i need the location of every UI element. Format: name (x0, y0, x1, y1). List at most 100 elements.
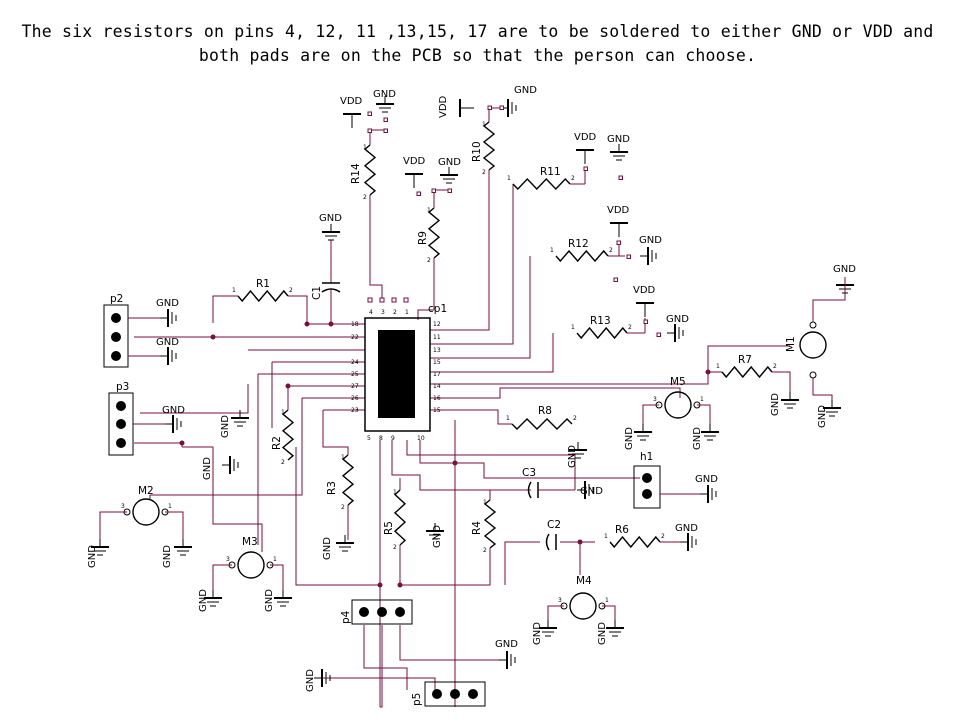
gnd-r3: GND (322, 534, 355, 560)
resistor-r6-body (609, 535, 661, 549)
gnd-r12: GND (639, 235, 662, 266)
resistor-r1-body (237, 289, 289, 303)
resistor-r1-pin-2: 2 (289, 287, 293, 294)
gnd-r11: GND (607, 134, 630, 161)
chip-right-pin-0: 12 (433, 321, 441, 328)
gnd-symbol-p2b (159, 346, 177, 366)
gnd-label-m4a: GND (532, 622, 543, 645)
gnd-r2b: GND (202, 455, 239, 480)
gnd-p2b: GND (156, 337, 179, 366)
schematic-note-line-2: both pads are on the PCB so that the per… (198, 46, 757, 65)
gnd-label-c3: GND (580, 486, 603, 497)
motor-m1-body (799, 331, 827, 359)
gnd-label-r12: GND (639, 235, 662, 246)
gnd-label-m1a: GND (833, 264, 856, 275)
gnd-r6: GND (675, 523, 698, 552)
motor-m2-label: M2 (138, 485, 154, 497)
resistor-r2-label: R2 (271, 436, 283, 450)
gnd-r2: GND (220, 409, 250, 438)
gnd-m1a: GND (833, 264, 856, 294)
header-h1: h1 (633, 451, 700, 509)
gnd-m5b: GND (692, 423, 720, 450)
resistor-r9-body (427, 207, 441, 259)
chip-left-pin-0: 18 (351, 321, 359, 328)
chip-top-pad-0 (367, 297, 373, 303)
gnd-r10: GND (499, 85, 537, 118)
gnd-symbol-p3 (164, 414, 182, 434)
gnd-symbol-p4 (498, 650, 516, 670)
chip-bottom-pin-2: 9 (391, 435, 395, 442)
resistor-r11-body (512, 177, 571, 191)
chip-bottom-pin-1: 8 (379, 435, 383, 442)
gnd-symbol-h1 (699, 484, 717, 504)
resistor-r14-pin-1: 1 (363, 144, 367, 151)
gnd-h1: GND (695, 474, 718, 504)
resistor-r14-body (363, 144, 377, 196)
resistor-r14-label: R14 (350, 163, 362, 184)
junction-dots (179, 321, 711, 588)
vdd-label-r10: VDD (438, 95, 449, 118)
resistor-r13-body (576, 326, 628, 340)
chip-top-pad-1 (379, 297, 385, 303)
h1-label: h1 (640, 451, 653, 463)
power-stub-wires (370, 107, 646, 334)
motor-m1: M1 (785, 321, 827, 379)
resistor-r3-pin-1: 1 (341, 454, 345, 461)
chip-top-pad-3 (403, 297, 409, 303)
motor-m4-pin-1: 1 (605, 597, 609, 604)
resistor-r8-pin-1: 1 (506, 415, 510, 422)
resistor-r14-pin-2: 2 (363, 194, 367, 201)
gnd-m4a: GND (532, 619, 558, 645)
vdd-r10: VDD (438, 95, 474, 118)
resistor-r14: R14 1 2 (350, 144, 377, 201)
gnd-label-r7: GND (770, 393, 781, 416)
motor-m5-body (664, 391, 692, 419)
resistor-r7-pin-2: 2 (773, 363, 777, 370)
chip-left-pin-2: 24 (351, 359, 359, 366)
chip-right-pin-2: 13 (433, 347, 441, 354)
gnd-symbol-m4b (605, 619, 625, 637)
resistor-r8-body (511, 418, 573, 430)
chip-right-pin-3: 15 (433, 359, 441, 366)
solder-pads (367, 105, 661, 337)
gnd-label-m3a: GND (198, 589, 209, 612)
chip-bottom-pin-0: 5 (367, 435, 371, 442)
resistor-r13-label: R13 (590, 315, 611, 327)
chip-top-pin-0: 4 (369, 309, 373, 316)
gnd-r9: GND (438, 157, 461, 184)
motor-m4-label: M4 (576, 575, 592, 587)
resistor-r4-body (483, 499, 497, 549)
header-p4: p4 (340, 599, 413, 625)
resistor-r9-label: R9 (417, 231, 429, 245)
chip-top-pad-2 (391, 297, 397, 303)
resistor-r6-pin-1: 1 (604, 533, 608, 540)
gnd-symbol-c1 (321, 223, 341, 241)
resistor-r5-pin-1: 1 (393, 489, 397, 496)
gnd-label-r13: GND (666, 314, 689, 325)
resistor-r11-pin-2: 2 (571, 175, 575, 182)
chip-right-pin-6: 16 (433, 395, 441, 402)
gnd-label-r2b: GND (202, 457, 213, 480)
vdd-label-r9: VDD (403, 156, 426, 167)
motor-m4-pin-3: 3 (558, 597, 562, 604)
p2-label: p2 (110, 293, 123, 305)
motor-m1-terminal-3 (809, 371, 817, 379)
resistor-r5-body (393, 489, 407, 546)
gnd-symbol-r12 (639, 246, 657, 266)
gnd-label-m1b: GND (817, 405, 828, 428)
vdd-r11: VDD (574, 132, 597, 164)
motor-m3-pin-1: 1 (273, 556, 277, 563)
resistor-r13-pin-2: 2 (628, 324, 632, 331)
gnd-symbol-r6 (679, 532, 697, 552)
gnd-symbol-r13 (666, 323, 684, 343)
